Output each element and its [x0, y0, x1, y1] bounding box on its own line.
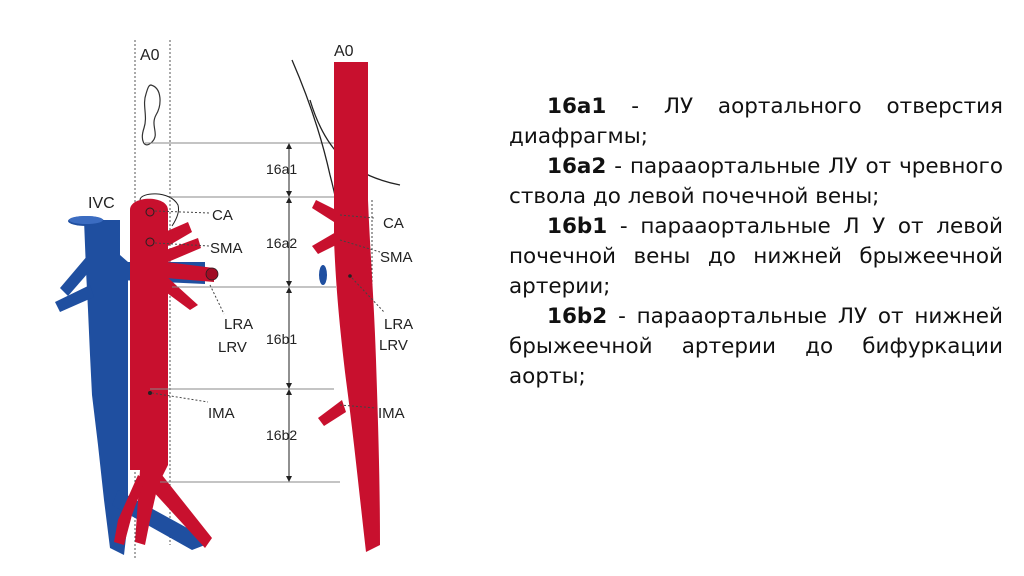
anatomy-diagram: A0 IVC CA [55, 40, 413, 560]
legend-text: 16a1 - ЛУ аортального отверстия диафрагм… [509, 92, 1003, 392]
legend-code: 16b1 [547, 214, 608, 239]
legend-item-16a2: 16a2 - парааортальные ЛУ от чревного ств… [509, 152, 1003, 212]
level-lines [145, 142, 340, 483]
side-axis-label: A0 [334, 43, 354, 60]
ima-label-side: IMA [378, 405, 405, 422]
legend-code: 16a2 [547, 154, 607, 179]
side-view: A0 CA SMA LRA LRV IMA [291, 43, 413, 552]
front-axis-label: A0 [140, 47, 160, 64]
legend-item-16b1: 16b1 - парааортальные Л У от левой почеч… [509, 212, 1003, 302]
lrv-label-side: LRV [379, 337, 408, 354]
dim-label-16a1: 16a1 [266, 161, 297, 177]
legend-item-16b2: 16b2 - парааортальные ЛУ от нижней брыже… [509, 302, 1003, 392]
front-view: A0 IVC CA [55, 40, 253, 560]
lra-label-front: LRA [224, 316, 253, 333]
ca-origin-dot [145, 207, 155, 217]
legend-desc: - ЛУ аортального отверстия диафрагмы; [509, 94, 1003, 149]
ivc-label: IVC [88, 195, 115, 212]
ima-label-front: IMA [208, 405, 235, 422]
sma-label-front: SMA [210, 240, 243, 257]
lra-leader-front [209, 284, 225, 315]
ca-leader-side [339, 214, 375, 219]
legend-code: 16a1 [547, 94, 607, 119]
diaphragm-curve-upper [291, 59, 339, 211]
legend-desc: - парааортальные ЛУ от чревного ствола д… [509, 154, 1003, 209]
sma-origin-dot [145, 237, 155, 247]
legend-code: 16b2 [547, 304, 608, 329]
aorta-top-outline [139, 193, 179, 227]
ima-leader-front [151, 392, 209, 403]
ivc-cut-end [69, 216, 103, 224]
dim-label-16b1: 16b1 [266, 331, 297, 347]
aorta-vessel [114, 198, 214, 548]
ca-leader-front [154, 210, 211, 214]
sma-leader-front [154, 242, 211, 247]
ca-label-front: CA [212, 207, 233, 224]
dim-label-16b2: 16b2 [266, 427, 297, 443]
dim-label-16a2: 16a2 [266, 235, 297, 251]
sma-label-side: SMA [380, 249, 413, 266]
legend-desc: - парааортальные ЛУ от нижней брыжеечной… [509, 304, 1003, 389]
legend-item-16a1: 16a1 - ЛУ аортального отверстия диафрагм… [509, 92, 1003, 152]
legend-desc: - парааортальные Л У от левой почечной в… [509, 214, 1003, 299]
lrv-side-ellipse [319, 265, 327, 285]
lra-label-side: LRA [384, 316, 413, 333]
sma-leader-side [339, 239, 381, 253]
lra-stump [205, 267, 219, 281]
aorta-side-vessel [312, 62, 380, 552]
dimension-arrows: 16a1 16a2 16b1 16b2 [266, 143, 297, 482]
lrv-label-front: LRV [218, 339, 247, 356]
ca-label-side: CA [383, 215, 404, 232]
lra-side-dot [348, 274, 352, 278]
aortic-hiatus-outline [141, 84, 161, 146]
ima-origin-dot [148, 391, 152, 395]
